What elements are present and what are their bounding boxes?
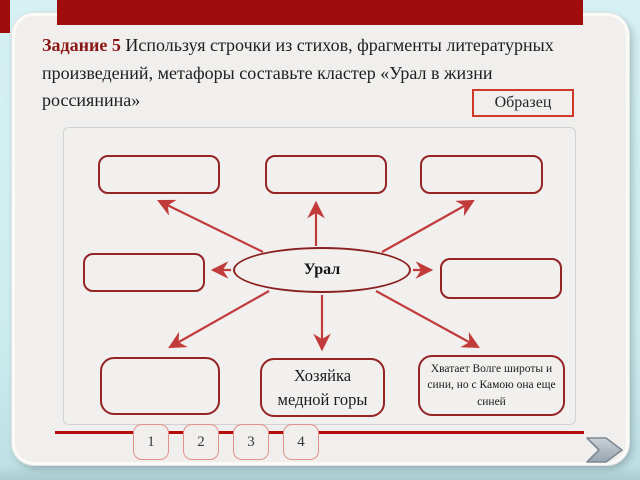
footer-divider-line — [55, 431, 584, 434]
top-red-accent-bar — [57, 0, 583, 25]
cluster-center-node: Урал — [233, 247, 411, 293]
chevron-right-icon[interactable] — [585, 436, 625, 464]
cluster-box-bottom-right: Хватает Волге широты и сини, но с Камою … — [418, 355, 565, 416]
nav-button-label: 2 — [197, 433, 205, 450]
cluster-box-top-right — [420, 155, 543, 194]
task-instruction-text: Используя строчки из стихов, фрагменты л… — [42, 35, 554, 110]
cluster-box-middle-left — [83, 253, 205, 292]
slide-title: Задание 5 Используя строчки из стихов, ф… — [42, 32, 584, 115]
nav-button-1[interactable]: 1 — [133, 424, 169, 460]
sample-button[interactable]: Образец — [472, 89, 574, 117]
cluster-box-label: Хватает Волге широты и сини, но с Камою … — [427, 363, 556, 408]
task-number-label: Задание 5 — [42, 35, 121, 55]
cluster-box-label: Хозяйка медной горы — [277, 366, 368, 409]
cluster-box-bottom-middle: Хозяйка медной горы — [260, 358, 385, 417]
cluster-box-top-left — [98, 155, 220, 194]
nav-button-label: 3 — [247, 433, 255, 450]
nav-button-label: 1 — [147, 433, 155, 450]
nav-button-label: 4 — [297, 433, 305, 450]
cluster-box-bottom-left — [100, 357, 220, 415]
cluster-box-top-middle — [265, 155, 387, 194]
nav-button-3[interactable]: 3 — [233, 424, 269, 460]
sample-button-label: Образец — [494, 94, 552, 111]
cluster-center-label: Урал — [303, 261, 341, 278]
nav-button-4[interactable]: 4 — [283, 424, 319, 460]
cluster-box-middle-right — [440, 258, 562, 299]
nav-button-2[interactable]: 2 — [183, 424, 219, 460]
left-red-accent-stripe — [0, 0, 10, 33]
